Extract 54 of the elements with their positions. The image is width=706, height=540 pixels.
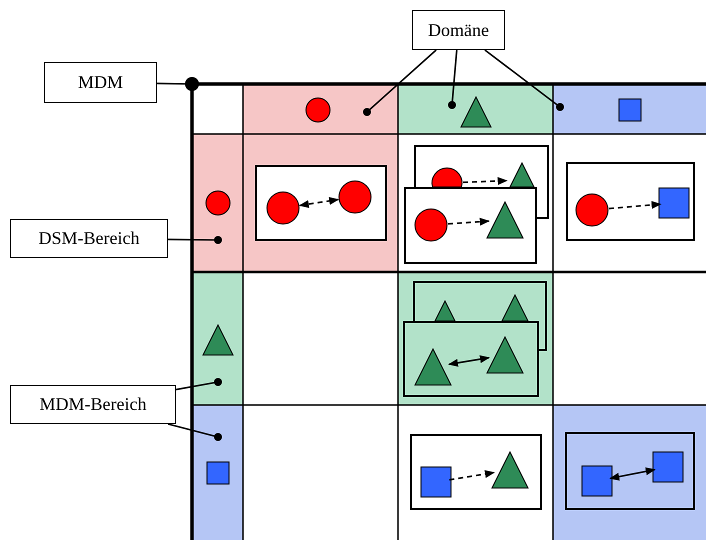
domain-header-band	[553, 84, 706, 134]
square-symbol	[658, 188, 690, 218]
triangle-symbol	[501, 294, 529, 322]
relation-arrow	[608, 200, 662, 210]
triangle-symbol	[486, 200, 524, 238]
leader-line	[363, 49, 437, 116]
callout-label: MDM-Bereich	[10, 385, 176, 424]
relation-arrow	[462, 176, 508, 185]
row-header-band	[192, 405, 243, 540]
domain-header-band	[398, 84, 553, 134]
circle-symbol	[306, 98, 330, 122]
triangle-symbol	[434, 300, 456, 322]
row-header-band	[192, 134, 243, 272]
triangle-symbol	[202, 324, 234, 356]
square-symbol	[206, 462, 230, 484]
relation-box	[255, 165, 387, 241]
callout-label: Domäne	[412, 10, 505, 50]
row-header-band	[192, 272, 243, 405]
diagonal-cell	[398, 272, 553, 405]
diagonal-cell	[553, 405, 706, 540]
triangle-symbol	[486, 336, 524, 374]
leader-line	[176, 378, 222, 390]
relation-arrow	[448, 355, 490, 367]
leader-line	[484, 49, 564, 111]
callout-label: DSM-Bereich	[10, 219, 168, 258]
relation-box	[566, 162, 695, 241]
leader-line	[168, 236, 222, 244]
circle-symbol	[338, 180, 372, 214]
diagonal-cell	[243, 134, 398, 272]
callout-label: MDM	[44, 62, 157, 103]
relation-box	[565, 432, 695, 510]
relation-arrow	[609, 467, 656, 481]
leader-line	[156, 77, 199, 91]
triangle-symbol	[460, 96, 492, 128]
relation-box	[404, 187, 537, 264]
leader-line	[168, 423, 222, 441]
square-symbol	[618, 98, 642, 122]
square-symbol	[652, 452, 684, 482]
triangle-symbol	[491, 450, 529, 488]
relation-arrow	[449, 470, 495, 481]
square-symbol	[420, 466, 452, 498]
circle-symbol	[414, 208, 448, 242]
relation-arrow	[448, 218, 490, 226]
circle-symbol	[576, 194, 608, 226]
circle-symbol	[266, 192, 300, 224]
square-symbol	[582, 466, 612, 496]
domain-header-band	[243, 84, 398, 134]
leader-line	[448, 50, 458, 109]
relation-arrow	[298, 196, 340, 208]
relation-box	[403, 321, 539, 397]
relation-box	[410, 434, 542, 510]
triangle-symbol	[414, 348, 452, 386]
triangle-symbol	[509, 162, 535, 188]
circle-symbol	[206, 190, 230, 216]
